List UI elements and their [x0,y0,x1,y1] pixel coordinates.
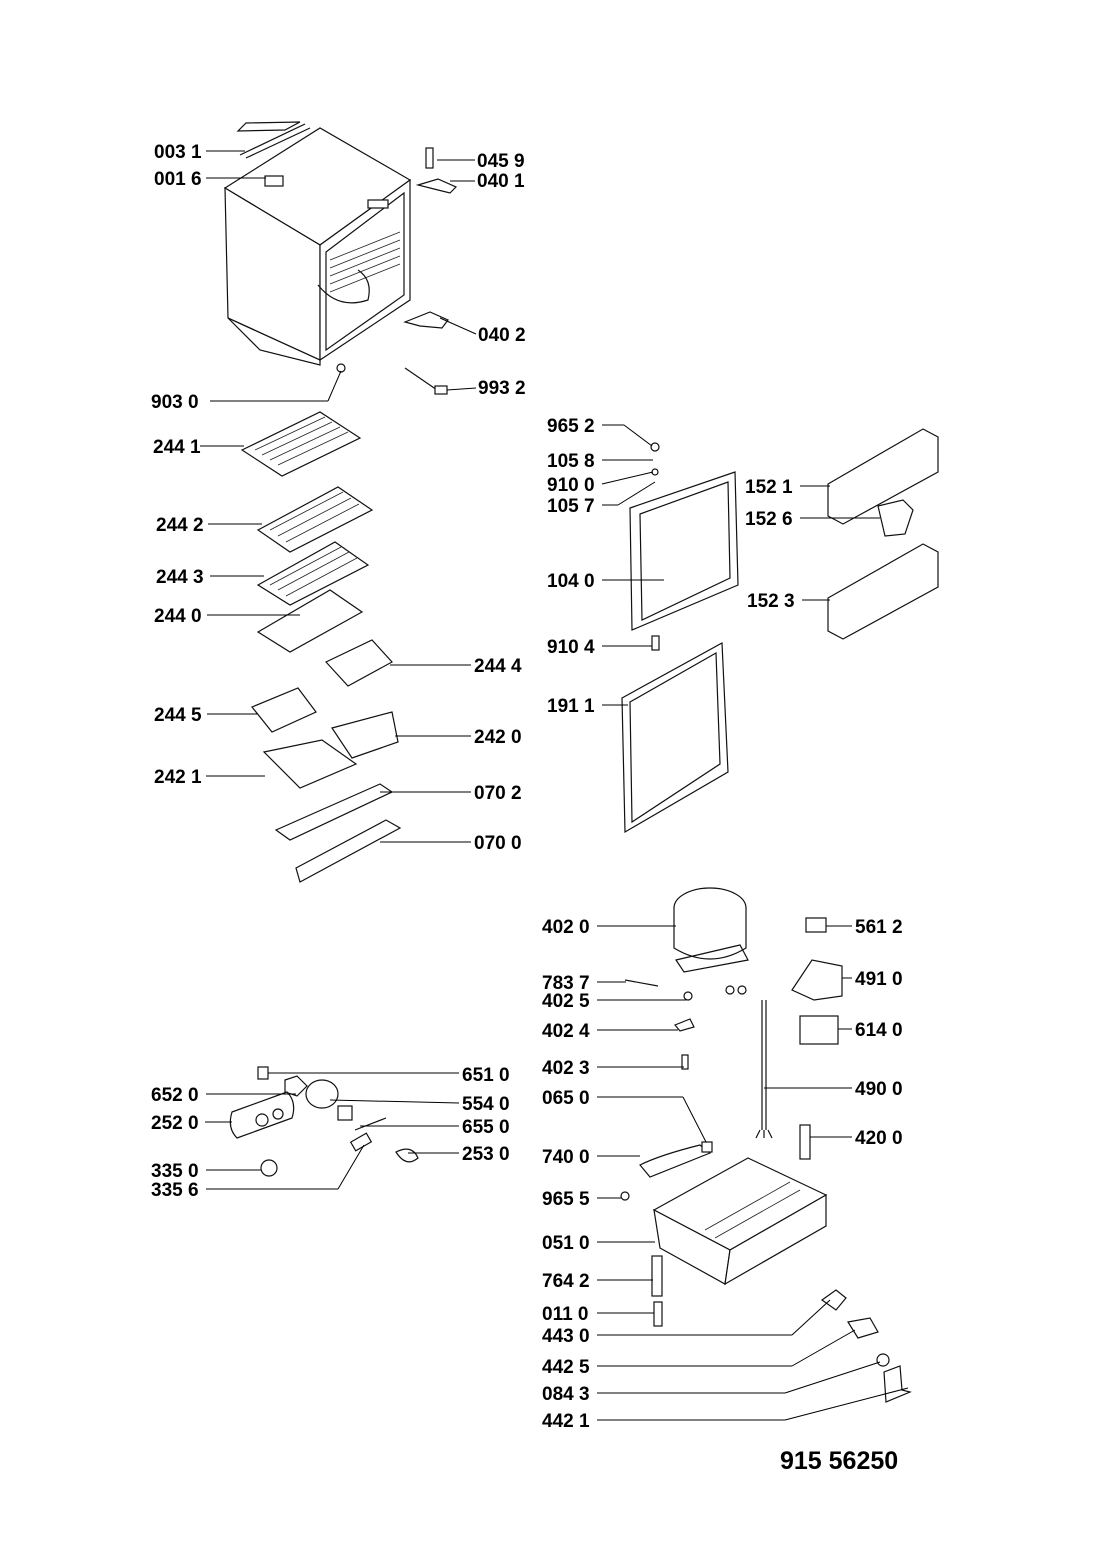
callout-402-3: 402 3 [542,1058,590,1079]
callout-152-3: 152 3 [747,591,795,612]
thermostat-drawing [820,1289,912,1403]
callout-001-6: 001 6 [154,169,202,190]
callout-783-7: 783 7 [542,973,590,994]
callout-244-2: 244 2 [156,515,204,536]
callout-402-5: 402 5 [542,991,590,1012]
callout-655-0: 655 0 [462,1117,510,1138]
callout-244-3: 244 3 [156,567,204,588]
callout-040-1: 040 1 [477,171,525,192]
callout-011-0: 011 0 [542,1304,589,1325]
cabinet-drawing [223,121,412,366]
callout-614-0: 614 0 [855,1020,903,1041]
callout-labels: 003 1 001 6 045 9 040 1 040 2 993 2 903 … [151,142,903,1432]
callout-490-0: 490 0 [855,1079,903,1100]
hinge-drawings [336,147,458,395]
callout-252-0: 252 0 [151,1113,199,1134]
callout-105-7: 105 7 [547,496,595,517]
callout-244-0: 244 0 [154,606,202,627]
callout-764-2: 764 2 [542,1271,590,1292]
callout-554-0: 554 0 [462,1094,510,1115]
callout-740-0: 740 0 [542,1147,590,1168]
callout-105-8: 105 8 [547,451,595,472]
callout-903-0: 903 0 [151,392,199,413]
callout-335-6: 335 6 [151,1180,199,1201]
callout-442-5: 442 5 [542,1357,590,1378]
callout-420-0: 420 0 [855,1128,903,1149]
base-drawing [651,1157,828,1327]
callout-070-2: 070 2 [474,783,522,804]
callout-965-2: 965 2 [547,416,595,437]
light-housing-drawing [229,1066,419,1177]
callout-191-1: 191 1 [547,696,595,717]
callout-910-4: 910 4 [547,637,595,658]
callout-561-2: 561 2 [855,917,903,938]
callout-402-0: 402 0 [542,917,590,938]
callout-910-0: 910 0 [547,475,595,496]
callout-244-4: 244 4 [474,656,522,677]
callout-242-1: 242 1 [154,767,202,788]
callout-051-0: 051 0 [542,1233,590,1254]
callout-993-2: 993 2 [478,378,526,399]
callout-335-0: 335 0 [151,1161,199,1182]
callout-491-0: 491 0 [855,969,903,990]
callout-045-9: 045 9 [477,151,525,172]
callout-402-4: 402 4 [542,1021,590,1042]
callout-651-0: 651 0 [462,1065,510,1086]
callout-084-3: 084 3 [542,1384,590,1405]
callout-965-5: 965 5 [542,1189,590,1210]
leader-lines [200,150,909,1421]
callout-652-0: 652 0 [151,1085,199,1106]
callout-253-0: 253 0 [462,1144,510,1165]
callout-104-0: 104 0 [547,571,595,592]
shelf-drawings [240,411,402,883]
door-drawing [621,442,739,834]
callout-003-1: 003 1 [154,142,202,163]
callout-152-6: 152 6 [745,509,793,530]
callout-442-1: 442 1 [542,1411,590,1432]
compressor-drawing [620,887,843,1201]
door-bin-drawings [827,428,939,640]
callout-244-1: 244 1 [153,437,201,458]
callout-244-5: 244 5 [154,705,202,726]
callout-070-0: 070 0 [474,833,522,854]
document-number: 915 56250 [780,1447,898,1475]
callout-443-0: 443 0 [542,1326,590,1347]
callout-065-0: 065 0 [542,1088,590,1109]
callout-242-0: 242 0 [474,727,522,748]
callout-152-1: 152 1 [745,477,793,498]
callout-040-2: 040 2 [478,325,526,346]
